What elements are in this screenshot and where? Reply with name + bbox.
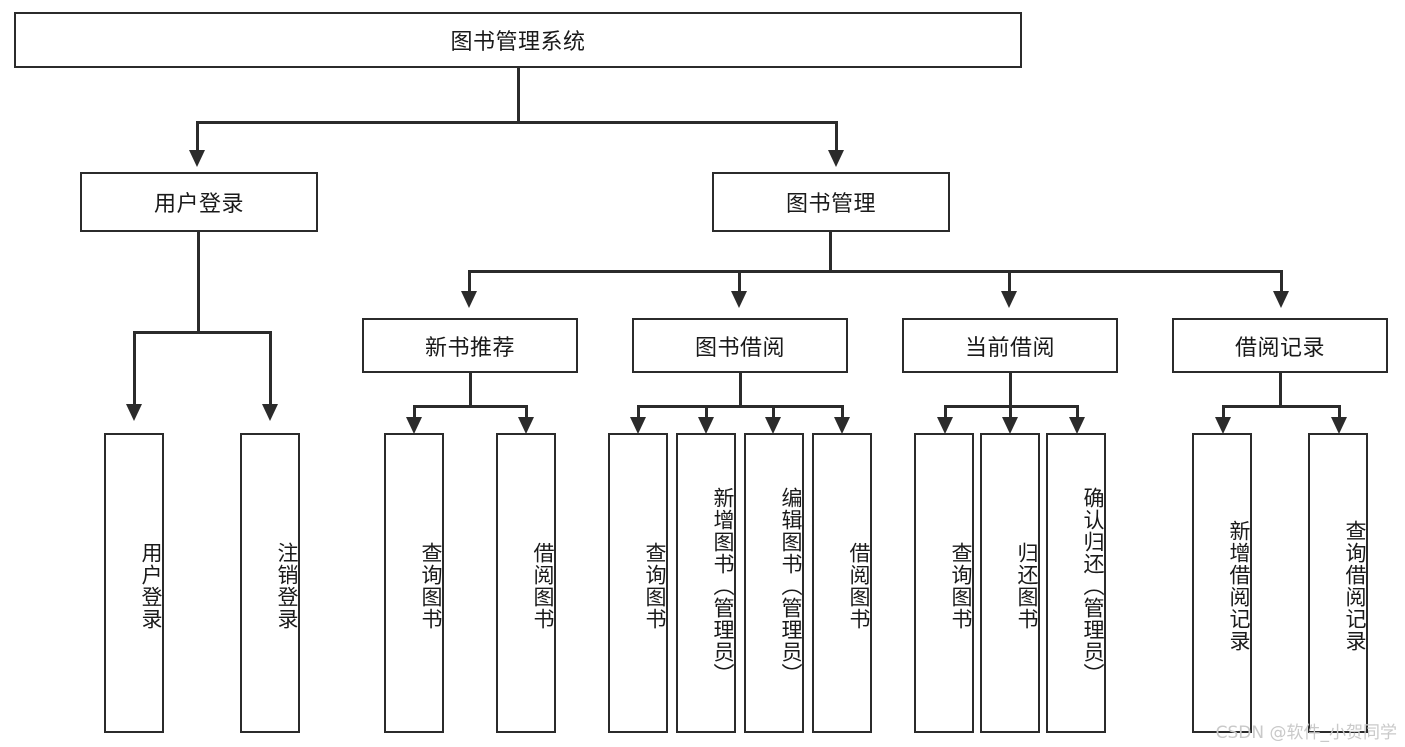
connector-level1-drop-0 xyxy=(196,121,199,152)
connector-book-borrow-drop-0 xyxy=(637,405,640,419)
node-label: 编辑图书（管理员） xyxy=(779,487,803,685)
node-label: 新增借阅记录 xyxy=(1227,520,1251,652)
leaf-record-query-borrow-record[interactable]: 查询借阅记录 xyxy=(1308,433,1368,733)
connector-level2-drop-1 xyxy=(738,270,741,293)
leaf-borrow-borrow-book[interactable]: 借阅图书 xyxy=(812,433,872,733)
node-label: 用户登录 xyxy=(153,192,244,217)
leaf-current-confirm-return-admin[interactable]: 确认归还（管理员） xyxy=(1046,433,1106,733)
leaf-user-logout[interactable]: 注销登录 xyxy=(240,433,300,733)
arrowhead-current-borrow-2 xyxy=(1069,417,1085,434)
arrowhead-level1-1 xyxy=(828,150,844,167)
connector-root-stem xyxy=(517,68,520,123)
node-root-book-management-system[interactable]: 图书管理系统 xyxy=(14,12,1022,68)
arrowhead-book-borrow-2 xyxy=(765,417,781,434)
connector-level2-drop-2 xyxy=(1008,270,1011,293)
connector-current-borrow-stem xyxy=(1009,373,1012,407)
arrowhead-user-login-0 xyxy=(126,404,142,421)
connector-user-login-drop-0 xyxy=(133,331,136,406)
node-label: 归还图书 xyxy=(1015,542,1039,630)
connector-level2-drop-0 xyxy=(468,270,471,293)
node-user-login[interactable]: 用户登录 xyxy=(80,172,318,232)
node-book-borrow[interactable]: 图书借阅 xyxy=(632,318,848,373)
connector-book-management-stem xyxy=(829,232,832,272)
arrowhead-level2-0 xyxy=(461,291,477,308)
connector-borrow-record-bus xyxy=(1222,405,1340,408)
node-label: 新书推荐 xyxy=(424,335,515,361)
connector-level1-bus xyxy=(196,121,837,124)
connector-new-book-drop-0 xyxy=(413,405,416,419)
node-borrow-record[interactable]: 借阅记录 xyxy=(1172,318,1388,373)
leaf-borrow-add-book-admin[interactable]: 新增图书（管理员） xyxy=(676,433,736,733)
node-label: 借阅图书 xyxy=(531,542,555,630)
connector-level2-drop-3 xyxy=(1280,270,1283,293)
node-label: 查询图书 xyxy=(949,542,973,630)
connector-new-book-drop-1 xyxy=(525,405,528,419)
leaf-recommend-borrow-book[interactable]: 借阅图书 xyxy=(496,433,556,733)
connector-borrow-record-stem xyxy=(1279,373,1282,407)
node-label: 查询图书 xyxy=(643,542,667,630)
node-label: 图书借阅 xyxy=(694,335,785,361)
connector-user-login-bus xyxy=(133,331,271,334)
arrowhead-current-borrow-1 xyxy=(1002,417,1018,434)
arrowhead-level2-2 xyxy=(1001,291,1017,308)
node-book-management[interactable]: 图书管理 xyxy=(712,172,950,232)
arrowhead-level1-0 xyxy=(189,150,205,167)
node-label: 注销登录 xyxy=(275,542,299,630)
node-label: 查询图书 xyxy=(419,542,443,630)
leaf-record-add-borrow-record[interactable]: 新增借阅记录 xyxy=(1192,433,1252,733)
leaf-current-query-book[interactable]: 查询图书 xyxy=(914,433,974,733)
leaf-current-return-book[interactable]: 归还图书 xyxy=(980,433,1040,733)
arrowhead-book-borrow-0 xyxy=(630,417,646,434)
connector-current-borrow-drop-0 xyxy=(944,405,947,419)
arrowhead-level2-1 xyxy=(731,291,747,308)
connector-new-book-bus xyxy=(413,405,527,408)
leaf-user-login[interactable]: 用户登录 xyxy=(104,433,164,733)
node-label: 当前借阅 xyxy=(964,335,1055,361)
arrowhead-new-book-1 xyxy=(518,417,534,434)
connector-level2-bus xyxy=(468,270,1282,273)
node-new-book-recommend[interactable]: 新书推荐 xyxy=(362,318,578,373)
connector-book-borrow-bus xyxy=(637,405,843,408)
arrowhead-borrow-record-1 xyxy=(1331,417,1347,434)
connector-level1-drop-1 xyxy=(835,121,838,152)
node-label: 新增图书（管理员） xyxy=(711,487,735,685)
arrowhead-level2-3 xyxy=(1273,291,1289,308)
leaf-borrow-query-book[interactable]: 查询图书 xyxy=(608,433,668,733)
node-current-borrow[interactable]: 当前借阅 xyxy=(902,318,1118,373)
node-label: 查询借阅记录 xyxy=(1343,520,1367,652)
node-label: 确认归还（管理员） xyxy=(1081,487,1105,685)
node-label: 图书管理系统 xyxy=(450,30,586,55)
node-label: 图书管理 xyxy=(785,192,876,217)
connector-book-borrow-drop-1 xyxy=(705,405,708,419)
arrowhead-user-login-1 xyxy=(262,404,278,421)
connector-current-borrow-drop-1 xyxy=(1009,405,1012,419)
watermark-text: CSDN @软件_小贺同学 xyxy=(1215,723,1397,743)
arrowhead-current-borrow-0 xyxy=(937,417,953,434)
node-label: 借阅记录 xyxy=(1234,335,1325,361)
arrowhead-borrow-record-0 xyxy=(1215,417,1231,434)
arrowhead-book-borrow-1 xyxy=(698,417,714,434)
leaf-borrow-edit-book-admin[interactable]: 编辑图书（管理员） xyxy=(744,433,804,733)
connector-new-book-stem xyxy=(469,373,472,407)
arrowhead-book-borrow-3 xyxy=(834,417,850,434)
connector-borrow-record-drop-1 xyxy=(1338,405,1341,419)
connector-book-borrow-stem xyxy=(739,373,742,407)
leaf-recommend-query-book[interactable]: 查询图书 xyxy=(384,433,444,733)
connector-borrow-record-drop-0 xyxy=(1222,405,1225,419)
node-label: 用户登录 xyxy=(139,542,163,630)
node-label: 借阅图书 xyxy=(847,542,871,630)
connector-user-login-stem xyxy=(197,232,200,333)
arrowhead-new-book-0 xyxy=(406,417,422,434)
connector-book-borrow-drop-2 xyxy=(772,405,775,419)
connector-user-login-drop-1 xyxy=(269,331,272,406)
connector-book-borrow-drop-3 xyxy=(841,405,844,419)
connector-current-borrow-drop-2 xyxy=(1076,405,1079,419)
